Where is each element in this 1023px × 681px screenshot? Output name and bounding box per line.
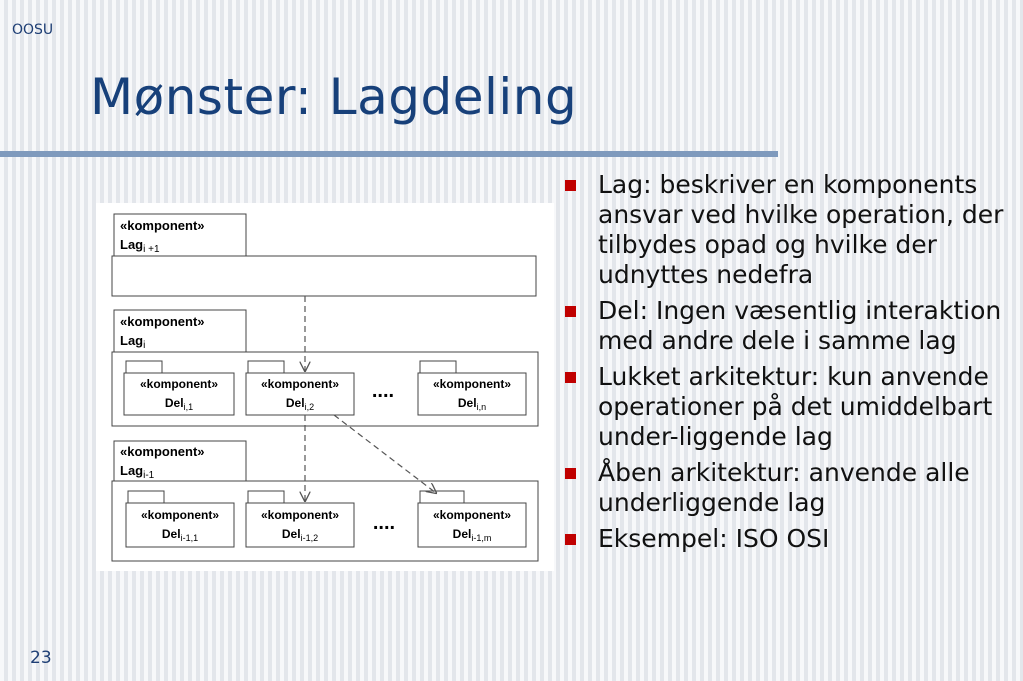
layer-diagram: «komponent» Lagi +1 «komponent» Lagi «ko…: [96, 203, 554, 571]
part-mid-2: «komponent» Deli,2: [245, 360, 355, 416]
bullet-item: Eksempel: ISO OSI: [562, 524, 1012, 554]
part-bottom-1-sub: i-1,1: [181, 533, 199, 543]
bullet-square-icon: [565, 306, 576, 317]
layer-mid: «komponent» Lagi «komponent» Deli,1 «kom…: [111, 309, 539, 427]
part-bottom-3-stereotype: «komponent»: [433, 508, 511, 522]
part-mid-1-name: Del: [165, 396, 184, 410]
bullet-text: Lukket arkitektur: kun anvende operation…: [598, 362, 993, 451]
layer-mid-name: Lag: [120, 333, 143, 348]
bullet-item: Åben arkitektur: anvende alle underligge…: [562, 458, 1012, 518]
bullet-square-icon: [565, 534, 576, 545]
part-mid-3-stereotype: «komponent»: [433, 377, 511, 391]
slide-title: Mønster: Lagdeling: [90, 68, 578, 126]
bullet-text: Lag: beskriver en komponents ansvar ved …: [598, 170, 1004, 289]
part-bottom-3-name: Del: [453, 527, 472, 541]
svg-text:Deli,1: Deli,1: [165, 396, 193, 412]
bullet-item: Del: Ingen væsentlig interaktion med and…: [562, 296, 1012, 356]
bullet-square-icon: [565, 180, 576, 191]
bullet-square-icon: [565, 468, 576, 479]
layer-bottom-name: Lag: [120, 463, 143, 478]
bullet-item: Lag: beskriver en komponents ansvar ved …: [562, 170, 1012, 290]
layer-bottom: «komponent» Lagi-1 «komponent» Deli-1,1 …: [111, 440, 539, 562]
svg-text:Deli-1,1: Deli-1,1: [162, 527, 198, 543]
bullet-item: Lukket arkitektur: kun anvende operation…: [562, 362, 1012, 452]
svg-text:Lagi: Lagi: [120, 333, 145, 351]
part-mid-2-stereotype: «komponent»: [261, 377, 339, 391]
part-mid-2-sub: i,2: [305, 402, 315, 412]
part-bottom-2-sub: i-1,2: [301, 533, 319, 543]
part-bottom-3-sub: i-1,m: [471, 533, 491, 543]
svg-text:Deli-1,m: Deli-1,m: [453, 527, 492, 543]
part-bottom-1-stereotype: «komponent»: [141, 508, 219, 522]
part-mid-3: «komponent» Deli,n: [417, 360, 527, 416]
title-divider: [0, 151, 778, 157]
layer-mid-stereotype: «komponent»: [120, 314, 205, 329]
part-mid-1: «komponent» Deli,1: [123, 360, 235, 416]
part-mid-3-name: Del: [458, 396, 477, 410]
layer-top-sub: i +1: [143, 244, 160, 255]
part-mid-1-sub: i,1: [184, 402, 194, 412]
part-bottom-3: «komponent» Deli-1,m: [417, 490, 527, 548]
bullet-square-icon: [565, 372, 576, 383]
layer-top-stereotype: «komponent»: [120, 218, 205, 233]
part-mid-2-name: Del: [286, 396, 305, 410]
slide-number: 23: [30, 648, 52, 668]
bottom-ellipsis: ....: [373, 512, 395, 534]
part-bottom-1-name: Del: [162, 527, 181, 541]
part-mid-3-sub: i,n: [477, 402, 487, 412]
part-bottom-2: «komponent» Deli-1,2: [245, 490, 355, 548]
course-label: OOSU: [12, 22, 54, 38]
part-mid-1-stereotype: «komponent»: [140, 377, 218, 391]
svg-text:Deli,n: Deli,n: [458, 396, 486, 412]
part-bottom-2-name: Del: [282, 527, 301, 541]
layer-top-name: Lag: [120, 237, 143, 252]
dependency-arrow-mid-to-bottom-m: [333, 414, 436, 493]
svg-text:Deli,2: Deli,2: [286, 396, 314, 412]
part-bottom-2-stereotype: «komponent»: [261, 508, 339, 522]
svg-text:Lagi-1: Lagi-1: [120, 463, 155, 481]
bullet-list: Lag: beskriver en komponents ansvar ved …: [562, 170, 1012, 560]
layer-bottom-stereotype: «komponent»: [120, 444, 205, 459]
bullet-text: Eksempel: ISO OSI: [598, 524, 830, 553]
part-bottom-1: «komponent» Deli-1,1: [125, 490, 235, 548]
layer-mid-sub: i: [143, 340, 145, 351]
bullet-text: Del: Ingen væsentlig interaktion med and…: [598, 296, 1002, 355]
svg-text:Deli-1,2: Deli-1,2: [282, 527, 318, 543]
svg-text:Lagi +1: Lagi +1: [120, 237, 160, 255]
mid-ellipsis: ....: [372, 380, 394, 402]
layer-bottom-sub: i-1: [143, 470, 155, 481]
layer-top: «komponent» Lagi +1: [111, 213, 537, 297]
bullet-text: Åben arkitektur: anvende alle underligge…: [598, 458, 970, 517]
